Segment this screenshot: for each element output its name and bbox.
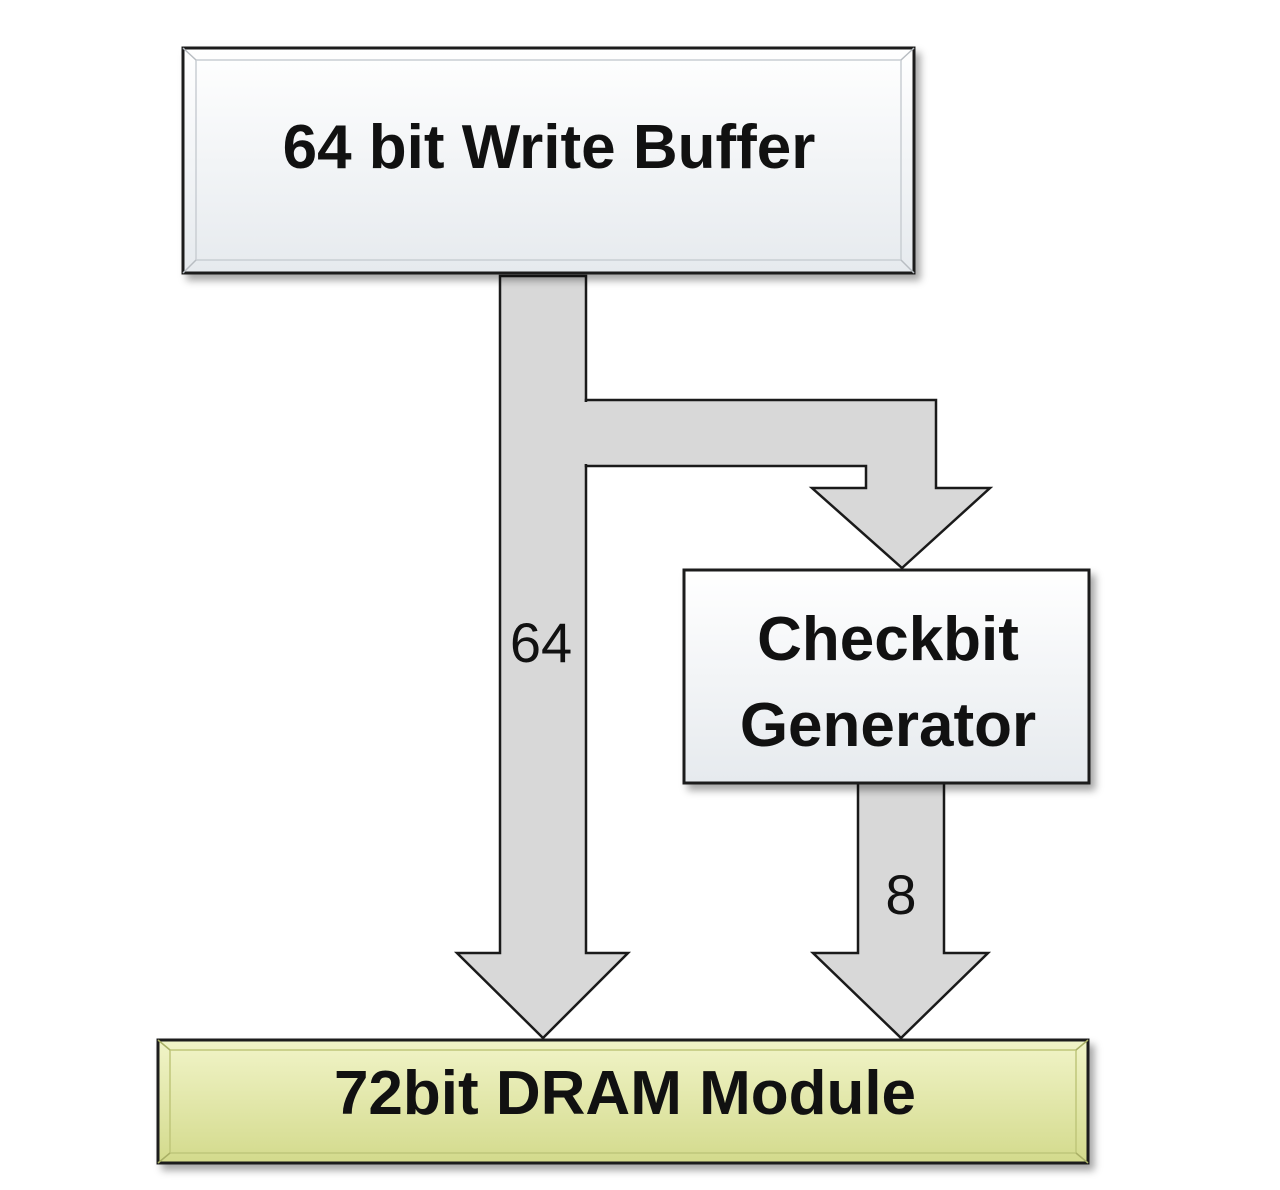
write-buffer-label: 64 bit Write Buffer (283, 113, 816, 182)
checkbit-bus-arrow (809, 781, 992, 1040)
checkbit-generator-label-line1: Checkbit (757, 605, 1019, 674)
checkbit-generator-label-line2: Generator (740, 691, 1036, 760)
data-bus-width-label: 64 (510, 611, 572, 674)
write-buffer-block (181, 46, 916, 275)
checkbit-bus-width-label: 8 (885, 863, 916, 926)
dram-module-label: 72bit DRAM Module (334, 1059, 916, 1128)
checkbit-generator-block (682, 568, 1091, 785)
branch-join-cover (584, 402, 590, 464)
checkbit-input-arrow (584, 398, 994, 570)
dram-module-block (156, 1038, 1090, 1165)
